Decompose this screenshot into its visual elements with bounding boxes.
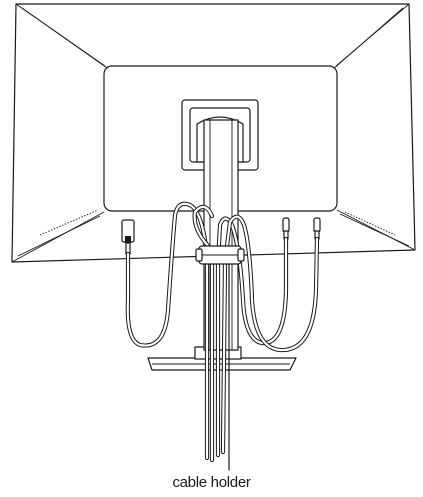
signal-plug-right	[313, 217, 321, 240]
cable-holder-clip	[195, 245, 245, 265]
cable-holder-label: cable holder	[172, 474, 251, 491]
cables	[125, 201, 320, 463]
signal-plug-left	[282, 217, 290, 240]
